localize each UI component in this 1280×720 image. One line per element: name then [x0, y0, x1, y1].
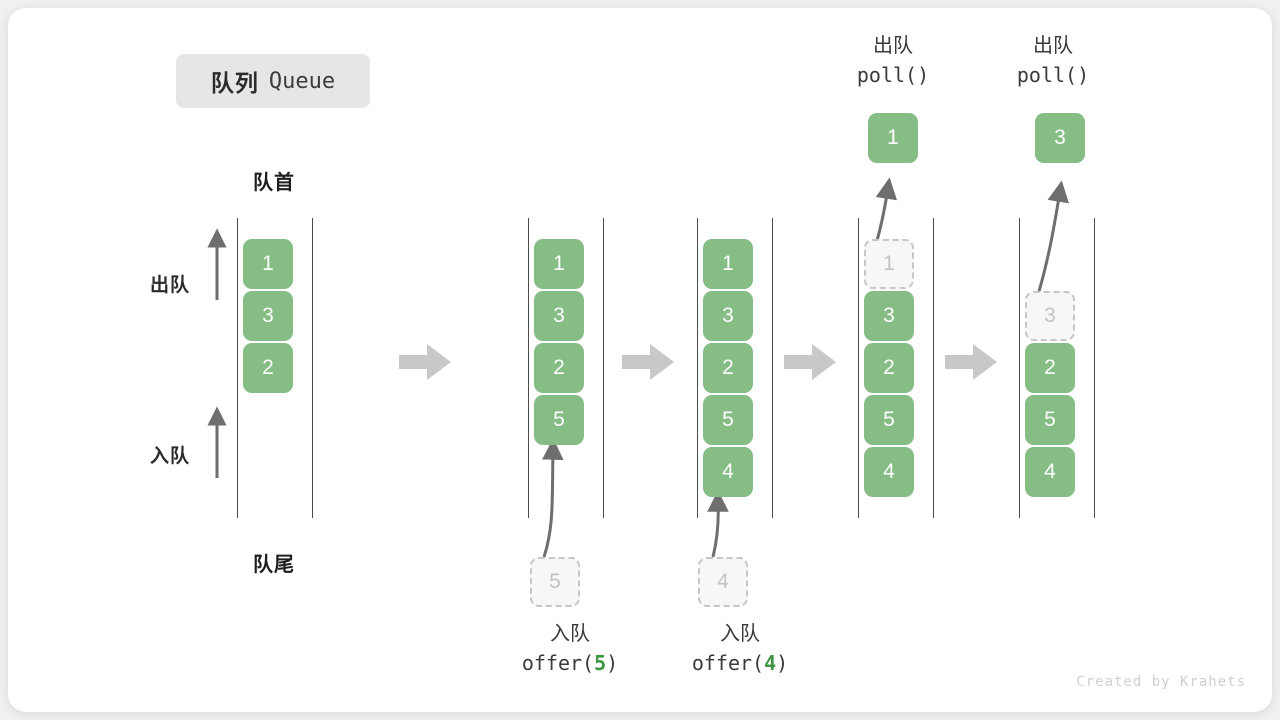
title-cn: 队列: [210, 70, 259, 96]
queue-tail-label: 队尾: [253, 554, 295, 576]
queue-rail-right: [603, 218, 604, 518]
enqueue-direction-label: 入队: [150, 446, 191, 467]
queue-rail-left: [858, 218, 859, 518]
queue-cell: 3: [243, 291, 293, 341]
queue-cell: 1: [243, 239, 293, 289]
caption-offer-4: 入队 offer(4): [640, 620, 840, 678]
queue-cell: 4: [703, 447, 753, 497]
queue-cell-removed: 1: [864, 239, 914, 289]
step-arrow-1: [399, 344, 451, 380]
step-arrow-4: [945, 344, 997, 380]
caption-poll-3: 出队 poll(): [953, 32, 1153, 90]
queue-rail-right: [772, 218, 773, 518]
queue-cell: 2: [243, 343, 293, 393]
caption-code: poll(): [856, 63, 930, 87]
queue-cell-removed: 3: [1025, 291, 1075, 341]
queue-rail-right: [1094, 218, 1095, 518]
queue-cell: 2: [703, 343, 753, 393]
queue-cell: 3: [534, 291, 584, 341]
caption-cn: 入队: [720, 623, 760, 645]
caption-code: offer(4): [691, 651, 789, 675]
queue-rail-left: [697, 218, 698, 518]
queue-head-label: 队首: [253, 172, 295, 194]
queue-cell: 5: [1025, 395, 1075, 445]
outgoing-element-1: 1: [868, 113, 918, 163]
queue-cell: 2: [1025, 343, 1075, 393]
queue-rail-left: [1019, 218, 1020, 518]
caption-cn: 出队: [1033, 35, 1073, 57]
caption-cn: 入队: [550, 623, 590, 645]
queue-rail-left: [528, 218, 529, 518]
queue-cell: 2: [534, 343, 584, 393]
queue-cell: 4: [1025, 447, 1075, 497]
caption-offer-5: 入队 offer(5): [470, 620, 670, 678]
title-en: Queue: [268, 68, 336, 94]
enqueue-arrow-5: [541, 438, 564, 558]
queue-rail-right: [933, 218, 934, 518]
queue-cell: 2: [864, 343, 914, 393]
caption-cn: 出队: [873, 35, 913, 57]
dequeue-direction-label: 出队: [150, 275, 191, 296]
caption-poll-1: 出队 poll(): [793, 32, 993, 90]
caption-code: offer(5): [521, 651, 619, 675]
diagram-title-chip: 队列 Queue: [176, 54, 370, 108]
queue-rail-right: [312, 218, 313, 518]
step-arrow-2: [622, 344, 674, 380]
queue-cell: 5: [864, 395, 914, 445]
diagram-arrows-overlay: [207, 177, 1069, 558]
queue-cell: 1: [534, 239, 584, 289]
enqueue-arrow-4: [707, 490, 729, 558]
caption-code: poll(): [1016, 63, 1090, 87]
outgoing-element-3: 3: [1035, 113, 1085, 163]
dequeue-arrow-3: [1033, 180, 1069, 306]
step-arrow-3: [784, 344, 836, 380]
incoming-element-4: 4: [698, 557, 748, 607]
queue-cell: 5: [703, 395, 753, 445]
incoming-element-5: 5: [530, 557, 580, 607]
queue-cell: 4: [864, 447, 914, 497]
queue-cell: 5: [534, 395, 584, 445]
queue-cell: 3: [703, 291, 753, 341]
queue-rail-left: [237, 218, 238, 518]
queue-cell: 1: [703, 239, 753, 289]
queue-cell: 3: [864, 291, 914, 341]
diagram-canvas: 队列 Queue 队首 队尾 出队 入队: [8, 8, 1272, 712]
watermark: Created by Krahets: [1076, 674, 1246, 690]
